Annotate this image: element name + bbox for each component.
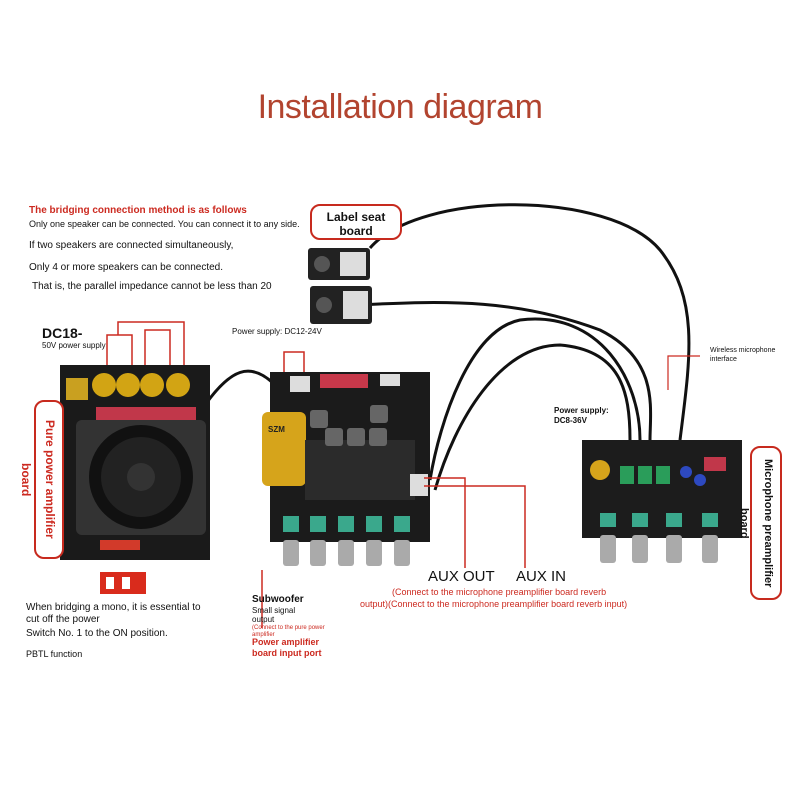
pure-amp-label: Pure power amplifier board (19, 400, 64, 559)
mic-preamp-label: Microphone preamplifier board (738, 446, 782, 600)
wireless-pointer (667, 355, 700, 390)
mic-preamp-board (582, 440, 742, 563)
label-seat-label: Label seat board (310, 204, 402, 240)
label-seat-jacks (308, 248, 372, 324)
mono-line-2: cut off the power (26, 614, 100, 625)
page-title: Installation diagram (257, 88, 543, 126)
mono-line-4: PBTL function (26, 649, 83, 659)
aux-brackets (261, 477, 526, 628)
cable-signal (203, 369, 277, 406)
cable-label-seat-2 (359, 301, 653, 441)
main-amp-board (262, 372, 430, 566)
aux-out-label: AUX OUT (428, 568, 495, 585)
dc18-label: DC18- (42, 325, 83, 341)
power-supply-main: Power supply: DC12-24V (232, 327, 322, 336)
bridging-line-3: Only 4 or more speakers can be connected… (29, 262, 223, 273)
dip-switch (100, 572, 146, 594)
power-bracket-left (106, 321, 185, 365)
subwoofer-line-1: Subwoofer (252, 594, 304, 605)
power-supply-mic: Power supply: DC8-36V (554, 406, 609, 425)
pure-amp-board (60, 365, 210, 560)
bridging-line-1: Only one speaker can be connected. You c… (29, 219, 300, 229)
subwoofer-port: Power amplifier board input port (252, 637, 322, 658)
aux-in-label: AUX IN (516, 568, 567, 585)
bridging-line-2: If two speakers are connected simultaneo… (29, 240, 234, 251)
aux-note-1: (Connect to the microphone preamplifier … (392, 587, 607, 597)
subwoofer-note: (Connect to the pure power amplifier (252, 625, 325, 638)
mono-line-1: When bridging a mono, it is essential to (26, 602, 201, 613)
cable-aux-out (428, 317, 642, 481)
cap-label: SZM (268, 425, 285, 434)
dc18-sub-label: 50V power supply (42, 341, 106, 350)
subwoofer-line-2: Small signal (252, 606, 296, 615)
bridging-line-4: That is, the parallel impedance cannot b… (32, 281, 272, 292)
cable-label-seat (368, 203, 691, 441)
cable-aux-in (433, 343, 632, 491)
wireless-label: Wireless microphone interface (710, 347, 776, 363)
bridging-heading: The bridging connection method is as fol… (29, 205, 247, 216)
aux-note-2: output)(Connect to the microphone preamp… (360, 599, 628, 609)
mono-line-3: Switch No. 1 to the ON position. (26, 628, 168, 639)
subwoofer-line-3: output (252, 615, 275, 624)
power-bracket-main (283, 351, 305, 372)
